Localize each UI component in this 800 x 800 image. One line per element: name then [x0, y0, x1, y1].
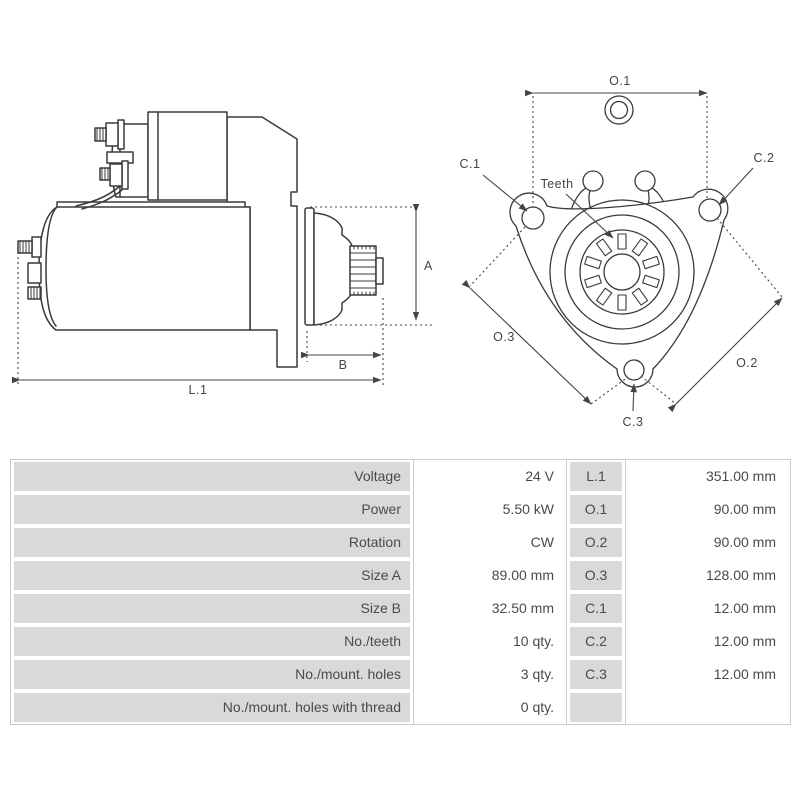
spec-label-cell: Voltage: [14, 462, 410, 491]
nose-cone: [313, 212, 354, 326]
terminal-washer-upper: [117, 119, 125, 150]
rear-stud-washer: [31, 236, 42, 258]
cable: [75, 185, 121, 207]
dim-line-o2: [667, 297, 783, 413]
dim-label-o3: O.3: [493, 330, 515, 344]
dim-value-cell: [626, 693, 788, 722]
spec-row: Size A 89.00 mm O.3 128.00 mm: [11, 559, 790, 592]
pinion-spline-ridges: [349, 252, 377, 289]
dim-value-cell: 90.00 mm: [713, 534, 776, 550]
front-extension-lines: [469, 96, 783, 405]
dim-label-c1: C.1: [460, 157, 481, 171]
spec-value-cell: 24 V: [525, 468, 554, 484]
solenoid-body: [147, 111, 228, 201]
dim-label-c3: C.3: [623, 415, 644, 429]
rear-lower-stud-hatch: [30, 286, 41, 300]
dim-line-o3: [461, 279, 592, 405]
rear-stud-thread-hatch: [19, 240, 30, 254]
spec-value-cell: 3 qty.: [520, 666, 554, 682]
terminal-nut-upper: [105, 122, 119, 147]
terminal-washer-lower: [121, 160, 129, 190]
spec-label-cell: No./mount. holes with thread: [14, 693, 410, 722]
arch-top-hole: [609, 100, 629, 120]
spec-table: Voltage 24 V L.1 351.00 mm Power 5.50 kW…: [10, 459, 791, 725]
spec-value-cell: 10 qty.: [513, 633, 554, 649]
pinion-splines: [349, 245, 377, 296]
spec-row: Voltage 24 V L.1 351.00 mm: [11, 460, 790, 493]
mount-hole-c3: [623, 359, 645, 381]
spec-label-cell: No./teeth: [14, 627, 410, 656]
dim-value-cell: 351.00 mm: [705, 468, 776, 484]
teeth-label: Teeth: [540, 177, 573, 191]
side-view-drawing: [17, 111, 384, 368]
dim-label-c2: C.2: [754, 151, 775, 165]
spec-label-cell: Size B: [14, 594, 410, 623]
spec-value-cell: CW: [530, 534, 554, 550]
terminal-bar: [106, 151, 134, 164]
dim-label-cell: C.3: [570, 660, 622, 689]
leader-c2: [718, 167, 754, 206]
dim-label-o2: O.2: [736, 356, 758, 370]
dim-label-cell: O.1: [570, 495, 622, 524]
side-view-dimensions: [11, 203, 432, 386]
dim-value-cell: 12.00 mm: [713, 633, 776, 649]
dim-label-cell: O.3: [570, 561, 622, 590]
leader-c3: [630, 383, 637, 412]
dim-label-b: B: [339, 358, 348, 372]
spec-value-cell: 89.00 mm: [491, 567, 554, 583]
spec-label-cell: No./mount. holes: [14, 660, 410, 689]
leader-teeth: [565, 193, 614, 239]
spec-label-cell: Size A: [14, 561, 410, 590]
spec-row: Rotation CW O.2 90.00 mm: [11, 526, 790, 559]
cable-lower-edge: [81, 189, 123, 210]
end-cap-seam: [45, 206, 58, 327]
dim-label-l1: L.1: [189, 383, 208, 397]
front-view-drawing: [509, 95, 729, 388]
technical-drawings: A B L.1: [11, 74, 783, 429]
front-view-dimensions: [461, 89, 783, 413]
spec-label-cell: Power: [14, 495, 410, 524]
terminal-nut-lower: [109, 163, 123, 187]
terminal-thread-lower-hatch: [101, 167, 109, 181]
terminal-thread-upper-hatch: [96, 127, 104, 142]
spec-row: Power 5.50 kW O.1 90.00 mm: [11, 493, 790, 526]
dim-value-cell: 90.00 mm: [713, 501, 776, 517]
extension-lines: [17, 206, 432, 386]
spec-value-cell: 5.50 kW: [502, 501, 554, 517]
dim-label-o1: O.1: [609, 74, 631, 88]
leader-c1: [482, 174, 528, 212]
mount-hole-c2: [698, 198, 722, 222]
gear-ring: [579, 229, 665, 315]
spec-row: No./mount. holes 3 qty. C.3 12.00 mm: [11, 658, 790, 691]
dim-label-cell: C.2: [570, 627, 622, 656]
spec-value-cell: 0 qty.: [520, 699, 554, 715]
dim-label-cell: L.1: [570, 462, 622, 491]
dim-label-cell: [570, 693, 622, 722]
spec-row: Size B 32.50 mm C.1 12.00 mm: [11, 592, 790, 625]
mounting-flange-plate: [304, 207, 315, 326]
dim-value-cell: 128.00 mm: [705, 567, 776, 583]
spec-row: No./mount. holes with thread 0 qty.: [11, 691, 790, 724]
dim-label-a: A: [424, 259, 433, 273]
motor-body: [38, 206, 251, 331]
dim-value-cell: 12.00 mm: [713, 600, 776, 616]
boss-inner-circle: [564, 214, 680, 330]
spec-label-cell: Rotation: [14, 528, 410, 557]
spec-row: No./teeth 10 qty. C.2 12.00 mm: [11, 625, 790, 658]
arch-right-hole: [634, 170, 656, 192]
rear-terminal-tab: [27, 262, 42, 284]
dim-label-cell: C.1: [570, 594, 622, 623]
arch-left-hole: [582, 170, 604, 192]
boss-outer-circle: [549, 199, 695, 345]
dim-value-cell: 12.00 mm: [713, 666, 776, 682]
shaft-bore: [603, 253, 641, 291]
gear-teeth: [584, 233, 660, 311]
shaft-end-cap: [375, 257, 384, 285]
pinion-teeth-ticks: [353, 245, 375, 296]
spec-value-cell: 32.50 mm: [491, 600, 554, 616]
dim-label-cell: O.2: [570, 528, 622, 557]
